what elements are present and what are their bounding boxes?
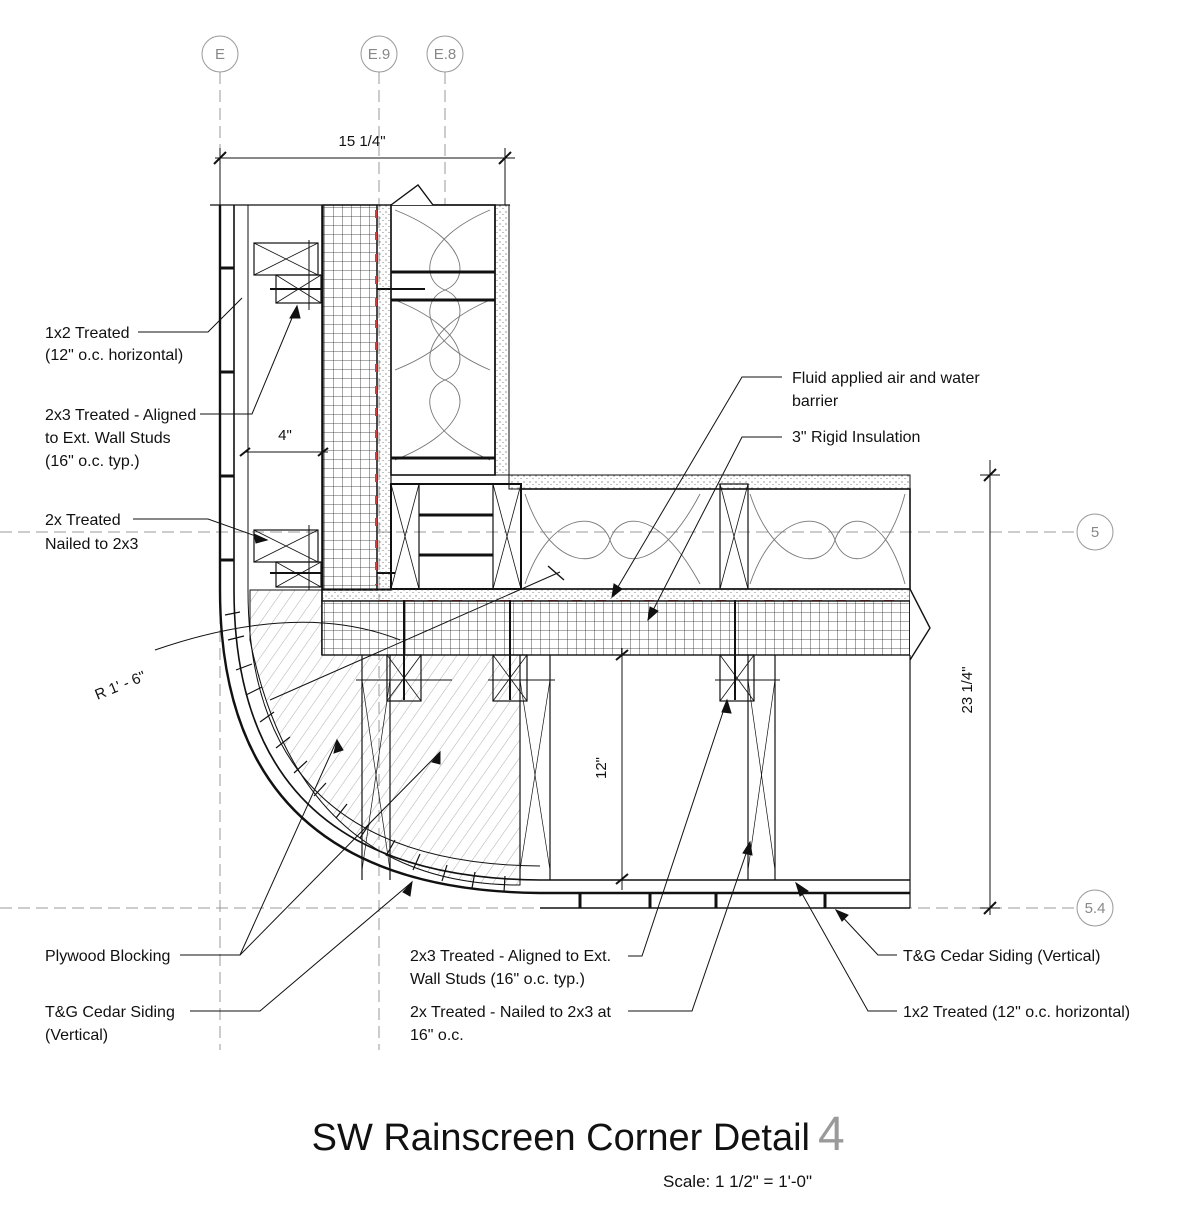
dimension-twelve-in: [615, 648, 629, 890]
svg-text:16" o.c.: 16" o.c.: [410, 1027, 464, 1044]
svg-text:T&G Cedar Siding (Vertical): T&G Cedar Siding (Vertical): [903, 948, 1100, 965]
dimension-four-in: [239, 447, 329, 457]
svg-text:Plywood Blocking: Plywood Blocking: [45, 948, 170, 965]
svg-text:3" Rigid Insulation: 3" Rigid Insulation: [792, 429, 920, 446]
dim-top-width: 15 1/4": [338, 133, 385, 150]
leader-lines: [133, 297, 897, 1012]
svg-text:2x3 Treated - Aligned: 2x3 Treated - Aligned: [45, 407, 196, 424]
label-2x-treated: 2x Treated Nailed to 2x3: [45, 512, 138, 553]
svg-text:Wall Studs (16" o.c. typ.): Wall Studs (16" o.c. typ.): [410, 971, 585, 988]
svg-text:(16" o.c. typ.): (16" o.c. typ.): [45, 453, 140, 470]
svg-text:1x2 Treated (12" o.c. horizont: 1x2 Treated (12" o.c. horizontal): [903, 1004, 1130, 1021]
svg-text:Nailed to 2x3: Nailed to 2x3: [45, 536, 138, 553]
drawing-title: SW Rainscreen Corner Detail: [312, 1117, 810, 1159]
label-cedar-siding-right: T&G Cedar Siding (Vertical): [903, 948, 1100, 965]
svg-text:1x2 Treated: 1x2 Treated: [45, 325, 130, 342]
svg-text:T&G Cedar Siding: T&G Cedar Siding: [45, 1004, 175, 1021]
svg-text:E: E: [215, 46, 225, 63]
svg-text:5: 5: [1091, 524, 1099, 541]
grid-lines: [0, 72, 1076, 1050]
svg-text:2x Treated: 2x Treated: [45, 512, 121, 529]
dimension-top: [213, 148, 515, 205]
dim-right-height: 23 1/4": [959, 666, 976, 713]
vertical-wall: [210, 184, 910, 895]
label-2x-nailed: 2x Treated - Nailed to 2x3 at 16" o.c.: [410, 1004, 612, 1044]
label-2x3-treated: 2x3 Treated - Aligned to Ext. Wall Studs…: [45, 407, 196, 470]
label-fluid-barrier: Fluid applied air and water barrier: [792, 370, 980, 410]
radius-leader: [154, 565, 565, 701]
svg-text:Fluid applied air and water: Fluid applied air and water: [792, 370, 980, 387]
label-rigid-insulation: 3" Rigid Insulation: [792, 429, 920, 446]
horizontal-wall: [321, 474, 931, 909]
drawing-number: 4: [818, 1108, 845, 1161]
svg-text:E.9: E.9: [368, 46, 391, 63]
dim-four-in: 4": [278, 427, 292, 444]
svg-text:(Vertical): (Vertical): [45, 1027, 108, 1044]
dim-radius: R 1' - 6": [92, 668, 148, 704]
dim-twelve-in: 12": [593, 757, 610, 779]
grid-bubble-e: E: [201, 35, 239, 73]
svg-text:(12" o.c. horizontal): (12" o.c. horizontal): [45, 347, 183, 364]
grid-bubble-5-4: 5.4: [1076, 889, 1114, 927]
svg-text:barrier: barrier: [792, 393, 839, 410]
label-1x2-horizontal: 1x2 Treated (12" o.c. horizontal): [903, 1004, 1130, 1021]
label-cedar-siding-left: T&G Cedar Siding (Vertical): [45, 1004, 175, 1044]
dimension-right-height: [980, 460, 1000, 915]
label-plywood-blocking: Plywood Blocking: [45, 948, 170, 965]
drawing-scale: Scale: 1 1/2" = 1'-0": [663, 1172, 812, 1191]
svg-text:2x3 Treated - Aligned to Ext.: 2x3 Treated - Aligned to Ext.: [410, 948, 611, 965]
grid-bubble-5: 5: [1076, 513, 1114, 551]
svg-text:to Ext. Wall Studs: to Ext. Wall Studs: [45, 430, 171, 447]
svg-text:2x Treated - Nailed to 2x3 at: 2x Treated - Nailed to 2x3 at: [410, 1004, 612, 1021]
label-1x2-treated: 1x2 Treated (12" o.c. horizontal): [45, 325, 183, 364]
grid-bubble-e9: E.9: [360, 35, 398, 73]
svg-text:5.4: 5.4: [1085, 900, 1106, 917]
svg-text:E.8: E.8: [434, 46, 457, 63]
label-2x3-aligned: 2x3 Treated - Aligned to Ext. Wall Studs…: [410, 948, 611, 988]
grid-bubble-e8: E.8: [426, 35, 464, 73]
